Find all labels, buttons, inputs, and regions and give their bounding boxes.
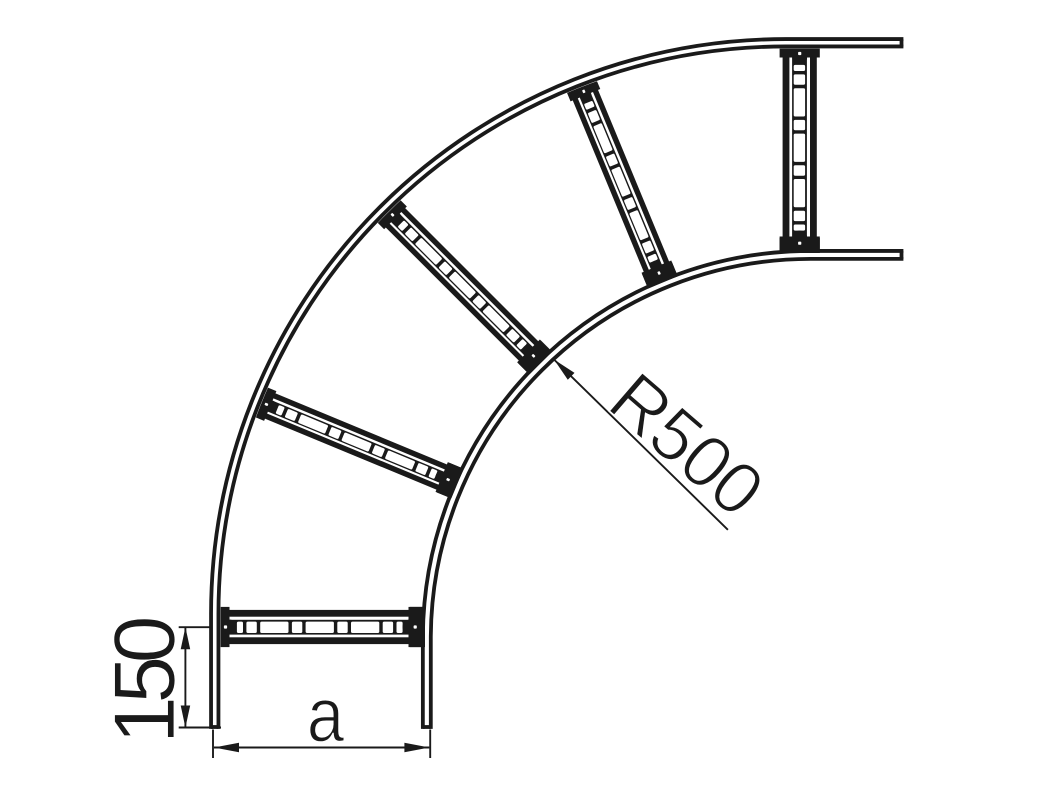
svg-text:a: a [307, 673, 345, 758]
svg-text:150: 150 [97, 618, 193, 744]
